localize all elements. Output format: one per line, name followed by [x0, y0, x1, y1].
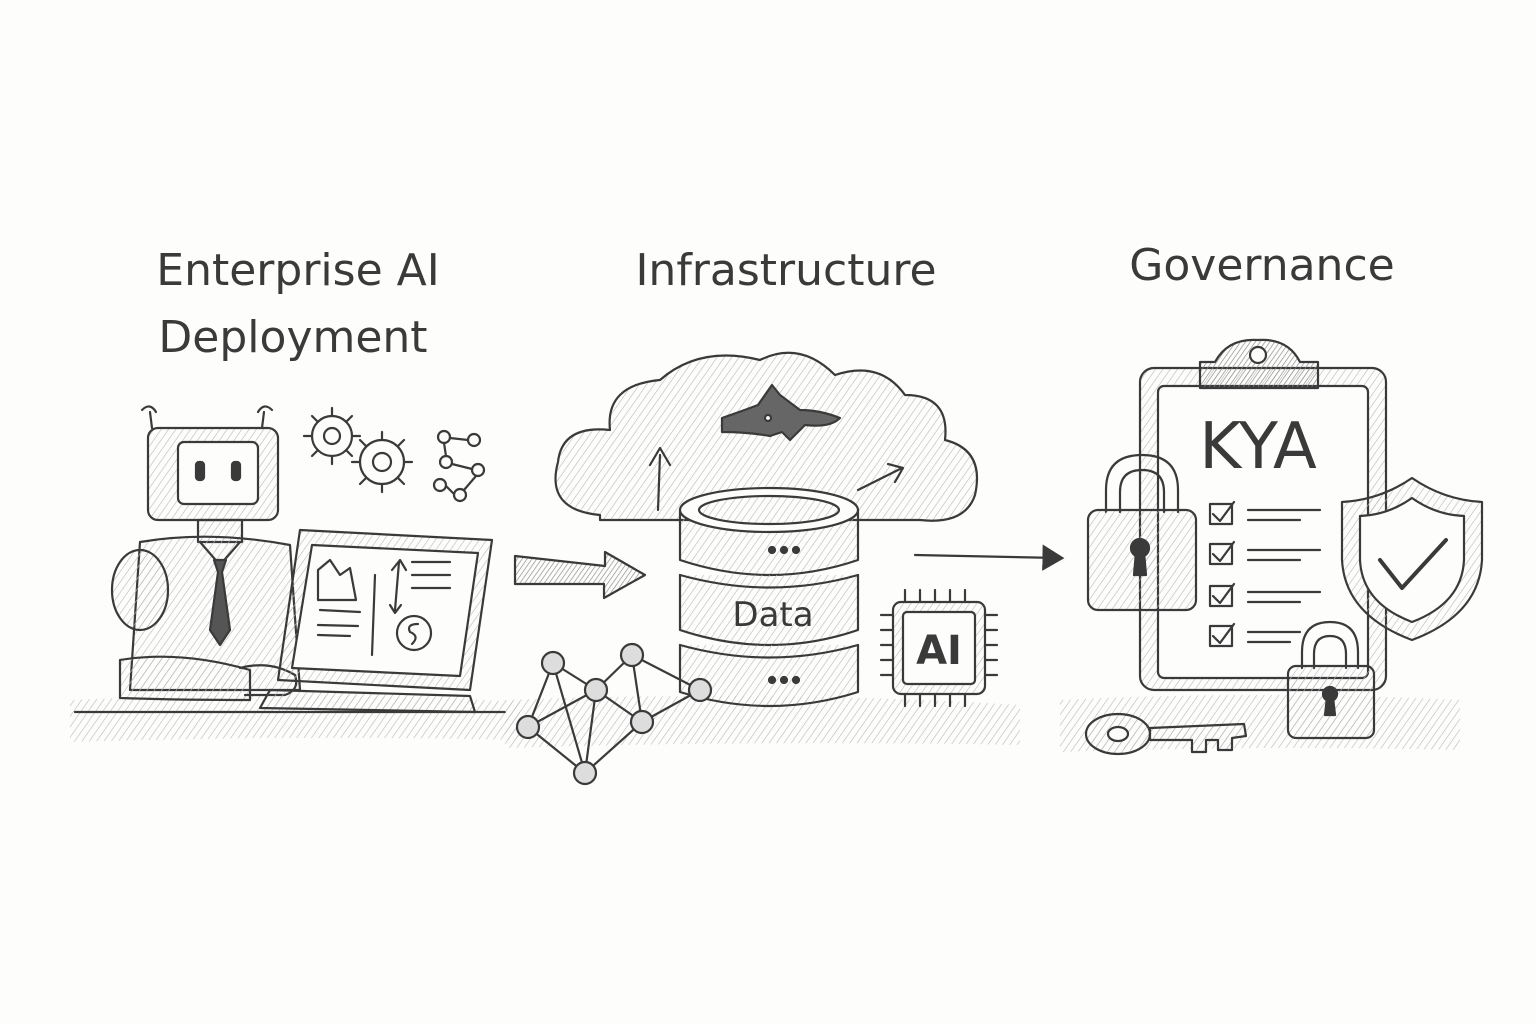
- flow-arrow-1: [515, 552, 645, 598]
- network-icon: [434, 431, 484, 501]
- robot-icon: [112, 406, 300, 700]
- governance-illustration: KYA: [1060, 340, 1482, 754]
- ai-chip-label: AI: [916, 628, 962, 674]
- deployment-title-line1: Enterprise AI: [156, 245, 439, 296]
- flow-arrow-2: [915, 555, 1060, 558]
- infrastructure-title: Infrastructure: [635, 245, 936, 296]
- gear-icon: [304, 408, 412, 492]
- clipboard-label: KYA: [1199, 410, 1317, 484]
- deployment-title-line2: Deployment: [158, 312, 427, 363]
- database-label: Data: [732, 595, 813, 635]
- governance-title: Governance: [1129, 240, 1394, 291]
